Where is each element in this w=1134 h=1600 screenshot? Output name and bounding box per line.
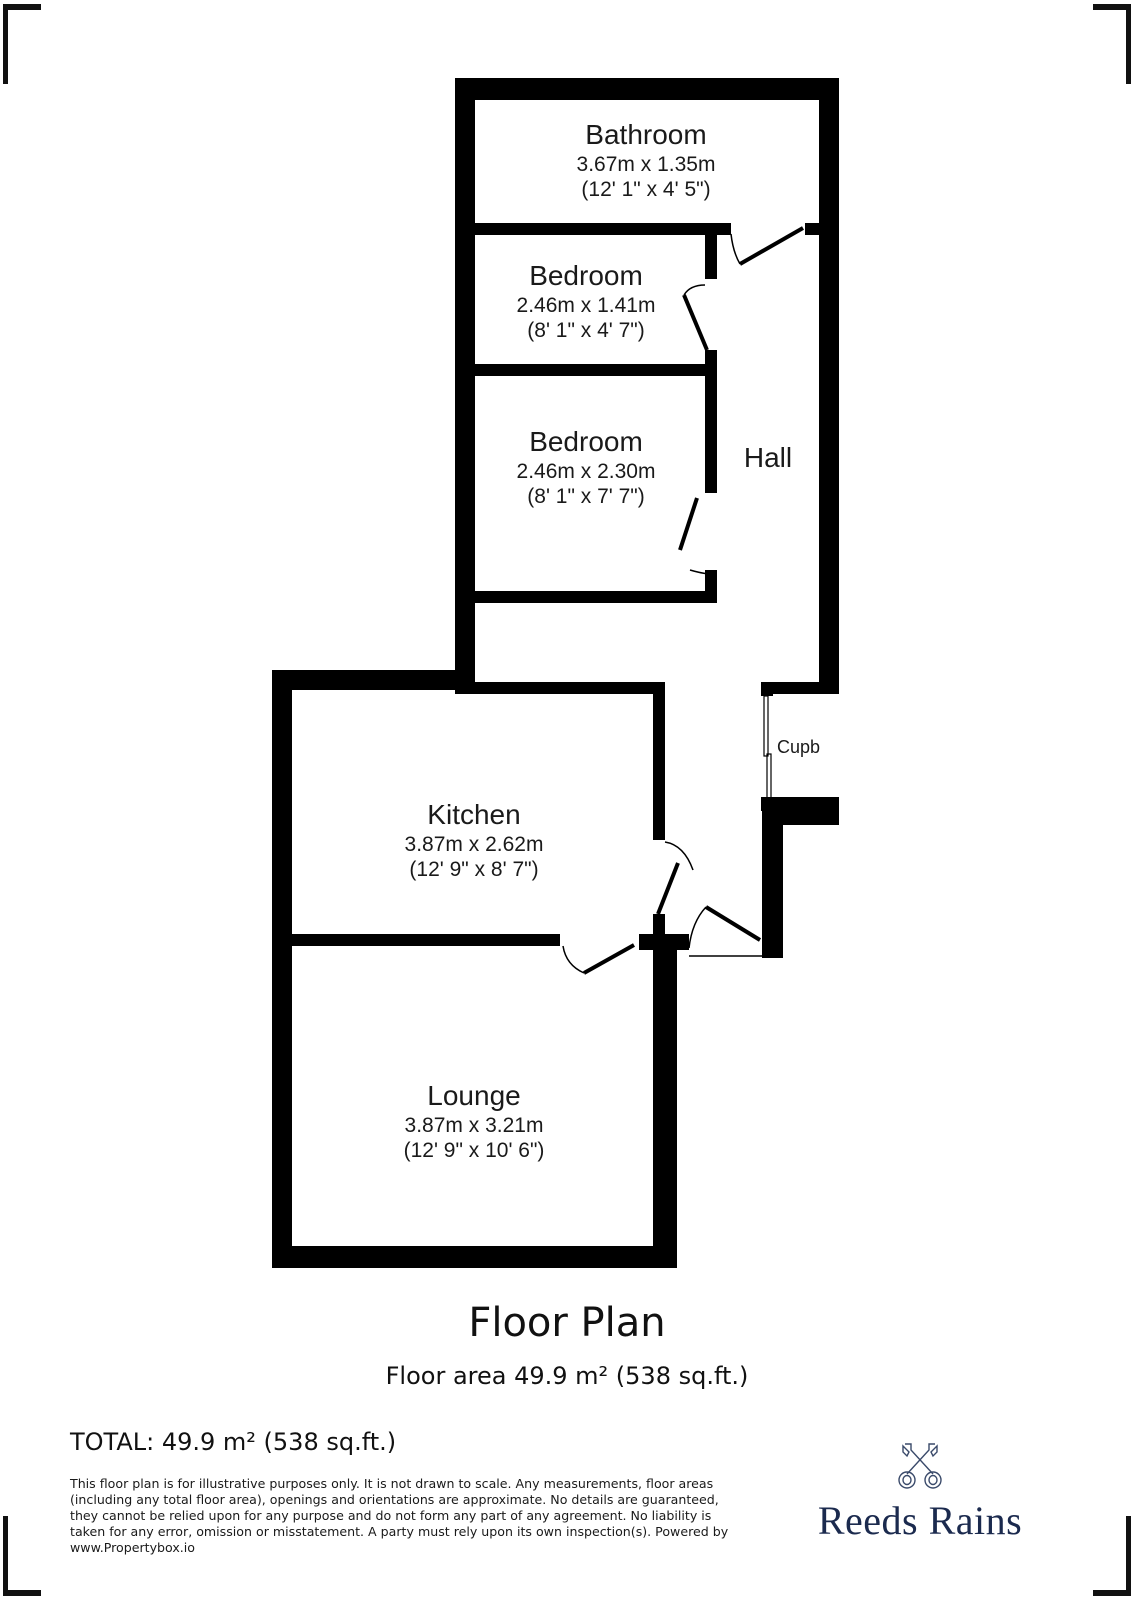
room-dimensions-imperial: (8' 1" x 4' 7") [527,318,645,342]
room-dimensions-metric: 2.46m x 2.30m [516,459,656,483]
room-dimensions-imperial: (12' 1" x 4' 5") [581,177,711,201]
room-dimensions-imperial: (12' 9" x 10' 6") [403,1138,545,1162]
room-bedroom-large: Bedroom 2.46m x 2.30m (8' 1" x 7' 7") [517,425,656,509]
disclaimer-text: This floor plan is for illustrative purp… [70,1476,729,1555]
room-dimensions-metric: 3.87m x 2.62m [404,832,544,856]
floor-plan-drawing [272,78,839,1268]
room-kitchen: Kitchen 3.87m x 2.62m (12' 9" x 8' 7") [405,798,544,882]
room-lounge: Lounge 3.87m x 3.21m (12' 9" x 10' 6") [404,1079,545,1163]
total-area: TOTAL: 49.9 m² (538 sq.ft.) [70,1428,397,1456]
room-dimensions-metric: 3.67m x 1.35m [576,152,716,176]
room-name: Bedroom [529,260,643,291]
room-dimensions-imperial: (8' 1" x 7' 7") [527,484,645,508]
brand-logo: Reeds Rains [790,1440,1050,1544]
crossed-keys-icon [898,1443,942,1489]
room-dimensions-metric: 3.87m x 3.21m [404,1113,544,1137]
brand-name: Reeds Rains [817,1498,1023,1543]
room-name: Hall [743,442,793,473]
room-name: Bathroom [585,119,707,150]
room-name: Lounge [427,1080,521,1111]
room-bedroom-small: Bedroom 2.46m x 1.41m (8' 1" x 4' 7") [517,259,656,343]
room-hall: Hall [744,441,792,475]
floor-plan-title: Floor Plan [468,1300,666,1346]
room-dimensions-metric: 2.46m x 1.41m [516,293,656,317]
floor-area-subtitle: Floor area 49.9 m² (538 sq.ft.) [385,1362,749,1390]
room-cupboard: Cupb [777,737,821,757]
room-dimensions-imperial: (12' 9" x 8' 7") [409,857,539,881]
room-name: Bedroom [529,426,643,457]
room-name: Kitchen [427,799,521,830]
room-bathroom: Bathroom 3.67m x 1.35m (12' 1" x 4' 5") [577,118,716,202]
